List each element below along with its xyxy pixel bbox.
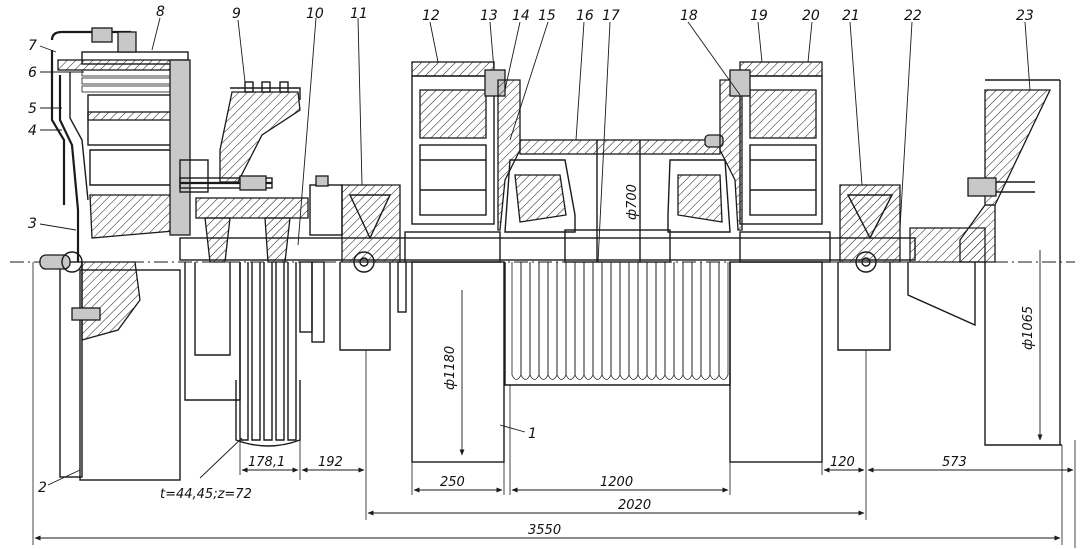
part-labels: 1 2 3 4 5 6 7 8 9 10 11 12 13 14 15 16 1… [28,4,1034,496]
gear-housing [179,81,309,219]
drum-rope-grooves [504,262,731,386]
leader-lines [39,17,1031,486]
rope-groove [538,262,549,380]
label-part-21: 21 [842,8,860,24]
dimension-lines [34,250,1074,541]
label-part-22: 22 [904,8,922,24]
rope-groove [520,262,531,380]
main-shaft [179,229,916,263]
label-part-11: 11 [350,6,368,22]
right-bearing [837,184,901,351]
label-part-10: 10 [306,6,324,22]
rope-groove [673,262,684,380]
dia-1065: ф1065 [1021,306,1036,350]
dimension-texts: 178,1 192 250 1200 2020 120 573 3550 t=4… [160,455,967,538]
rope-groove [583,262,594,380]
label-part-16: 16 [576,8,594,24]
dim-1200: 1200 [600,475,633,490]
label-part-3: 3 [28,216,37,232]
rope-groove [556,262,567,380]
rope-groove [619,262,630,380]
label-part-12: 12 [422,8,440,24]
extension-lines [32,262,1076,548]
label-part-4: 4 [28,123,37,139]
dim-192: 192 [318,455,343,470]
rope-groove [610,262,621,380]
rope-groove [637,262,648,380]
rope-groove [565,262,576,380]
dim-178: 178,1 [248,455,285,470]
dim-120: 120 [830,455,855,470]
rope-groove [646,262,657,380]
dia-700: ф700 [625,184,640,220]
label-part-18: 18 [680,8,698,24]
label-part-2: 2 [38,480,47,496]
label-part-13: 13 [480,8,498,24]
rope-groove [529,262,540,380]
chain-note: t=44,45;z=72 [160,487,252,502]
label-part-17: 17 [602,8,620,24]
rope-groove [574,262,585,380]
rope-groove [691,262,702,380]
label-part-9: 9 [232,6,241,22]
rope-groove [682,262,693,380]
label-part-19: 19 [750,8,768,24]
right-brake-wheel [907,79,1062,446]
rope-groove [601,262,612,380]
label-part-8: 8 [156,4,165,20]
label-part-20: 20 [802,8,820,24]
oil-pipe-top [50,30,132,48]
label-part-6: 6 [28,65,37,81]
dia-1180: ф1180 [443,346,458,390]
dim-3550: 3550 [528,523,561,538]
brake-disc [39,251,181,481]
oil-pipe [50,50,66,205]
label-part-1: 1 [528,426,537,442]
rope-groove [718,262,729,380]
rope-groove [655,262,666,380]
rope-groove [592,262,603,380]
motor-housing [57,51,209,262]
rope-groove [511,262,522,380]
rope-groove [709,262,720,380]
label-part-5: 5 [28,101,37,117]
rope-groove [664,262,675,380]
left-drum-flange [411,61,506,463]
drum-center [497,79,743,262]
left-bearing [339,184,407,351]
label-part-14: 14 [512,8,530,24]
right-drum-flange [729,61,823,463]
dim-2020: 2020 [618,498,651,513]
rope-groove [700,262,711,380]
coupling-cap [315,175,329,187]
label-part-7: 7 [28,38,37,54]
rope-groove [547,262,558,380]
dim-573: 573 [942,455,967,470]
label-part-15: 15 [538,8,556,24]
pipe-valve [91,27,113,43]
dim-250: 250 [440,475,465,490]
coupling [309,184,343,236]
pipe-fitting [117,31,137,53]
rope-groove [628,262,639,380]
chain-sprocket [184,217,325,447]
label-part-23: 23 [1016,8,1034,24]
